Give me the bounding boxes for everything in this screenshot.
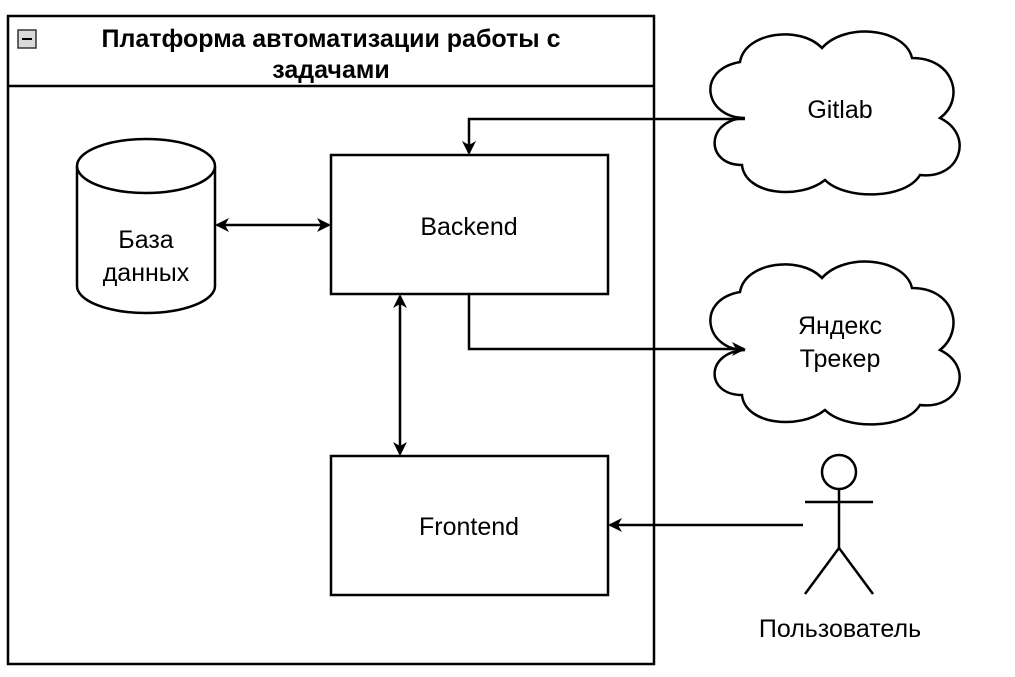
gitlab-label: Gitlab xyxy=(807,96,872,124)
tracker-cloud-shape xyxy=(709,260,961,426)
backend-box xyxy=(329,153,610,296)
backend-label: Backend xyxy=(420,213,517,241)
frontend-node[interactable]: Frontend xyxy=(329,454,610,597)
edge-gitlab-backend[interactable] xyxy=(462,117,745,155)
frontend-label: Frontend xyxy=(419,513,519,541)
collapse-toggle[interactable] xyxy=(17,29,37,49)
gitlab-cloud-shape xyxy=(709,30,961,196)
database-node[interactable]: База данных xyxy=(75,137,217,315)
frontend-box xyxy=(329,454,610,597)
user-label: Пользователь xyxy=(759,615,921,643)
gitlab-cloud-node[interactable]: Gitlab xyxy=(709,30,961,196)
container-title-line2: задачами xyxy=(272,56,389,84)
tracker-label-line2: Трекер xyxy=(800,345,881,373)
database-label-line2: данных xyxy=(103,259,190,287)
database-body xyxy=(75,166,217,315)
backend-node[interactable]: Backend xyxy=(329,153,610,296)
container-title-line1: Платформа автоматизации работы с xyxy=(101,25,560,53)
tracker-cloud-node[interactable]: Яндекс Трекер xyxy=(709,260,961,426)
user-actor-node[interactable]: Пользователь xyxy=(759,453,921,643)
edge-backend-tracker[interactable] xyxy=(467,294,746,356)
database-top xyxy=(75,137,217,195)
tracker-label-line1: Яндекс xyxy=(798,312,882,340)
database-label-line1: База xyxy=(118,226,173,254)
user-actor-icon xyxy=(803,453,875,595)
